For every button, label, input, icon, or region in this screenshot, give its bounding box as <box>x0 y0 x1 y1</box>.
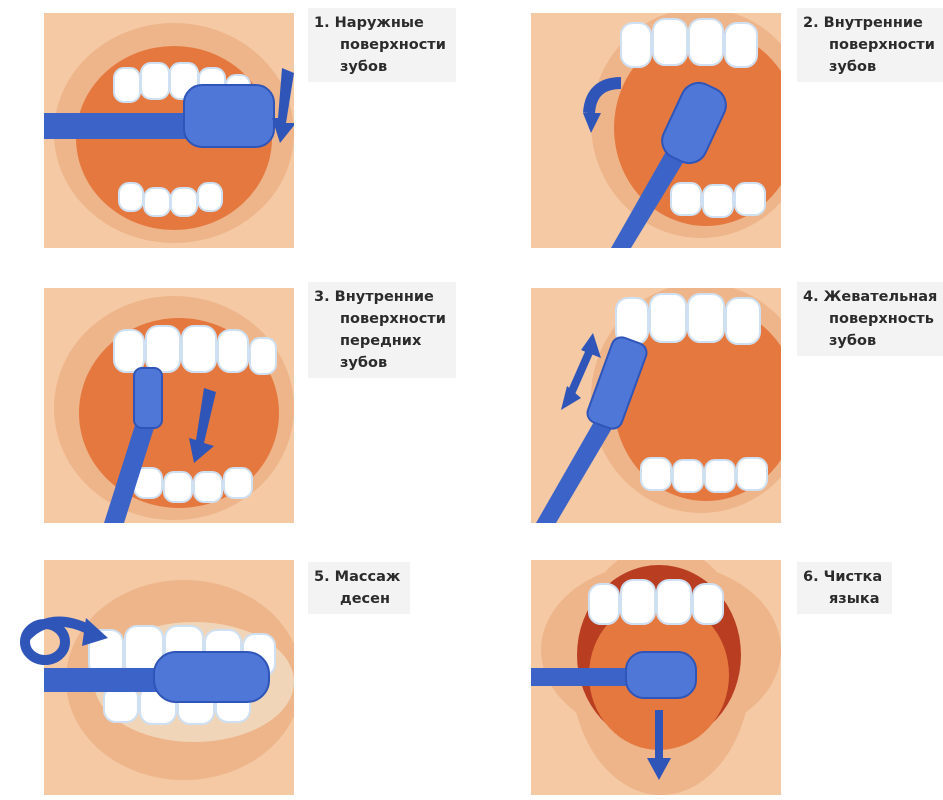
step-3-line-1: Внутренние <box>335 289 434 305</box>
step-6-illustration <box>531 560 781 795</box>
step-5-caption: 5. Массаж десен <box>308 562 410 614</box>
step-3-line-3: передних <box>314 330 446 352</box>
step-3-number: 3. <box>314 289 330 305</box>
step-1-line-1: Наружные <box>335 15 424 31</box>
circular-motion-arrow-icon <box>10 610 110 670</box>
step-1-line-3: зубов <box>314 56 446 78</box>
step-6-caption: 6. Чистка языка <box>797 562 892 614</box>
step-4-caption: 4. Жевательная поверхность зубов <box>797 282 943 356</box>
step-2-number: 2. <box>803 15 819 31</box>
step-2-illustration <box>531 13 781 248</box>
step-1-caption: 1. Наружные поверхности зубов <box>308 8 456 82</box>
step-5-number-line: 5. Массаж <box>314 566 400 588</box>
step-3-illustration <box>44 288 294 523</box>
step-2-number-line: 2. Внутренние <box>803 12 935 34</box>
step-4-number-line: 4. Жевательная <box>803 286 937 308</box>
step-3-number-line: 3. Внутренние <box>314 286 446 308</box>
step-4-illustration <box>531 288 781 523</box>
step-1-number: 1. <box>314 15 330 31</box>
step-5-illustration <box>44 560 294 795</box>
step-6-line-1: Чистка <box>824 569 883 585</box>
step-6-number: 6. <box>803 569 819 585</box>
step-1-number-line: 1. Наружные <box>314 12 446 34</box>
step-5-number: 5. <box>314 569 330 585</box>
step-1-illustration <box>44 13 294 248</box>
step-3-line-2: поверхности <box>314 308 446 330</box>
step-1-line-2: поверхности <box>314 34 446 56</box>
step-5-line-1: Массаж <box>335 569 401 585</box>
step-4-line-1: Жевательная <box>824 289 938 305</box>
step-4-line-3: зубов <box>803 330 937 352</box>
step-6-number-line: 6. Чистка <box>803 566 882 588</box>
step-2-caption: 2. Внутренние поверхности зубов <box>797 8 943 82</box>
step-4-number: 4. <box>803 289 819 305</box>
step-2-line-3: зубов <box>803 56 935 78</box>
step-2-line-2: поверхности <box>803 34 935 56</box>
step-6-line-2: языка <box>803 588 882 610</box>
step-5-line-2: десен <box>314 588 400 610</box>
step-3-caption: 3. Внутренние поверхности передних зубов <box>308 282 456 378</box>
step-4-line-2: поверхность <box>803 308 937 330</box>
step-3-line-4: зубов <box>314 352 446 374</box>
step-2-line-1: Внутренние <box>824 15 923 31</box>
